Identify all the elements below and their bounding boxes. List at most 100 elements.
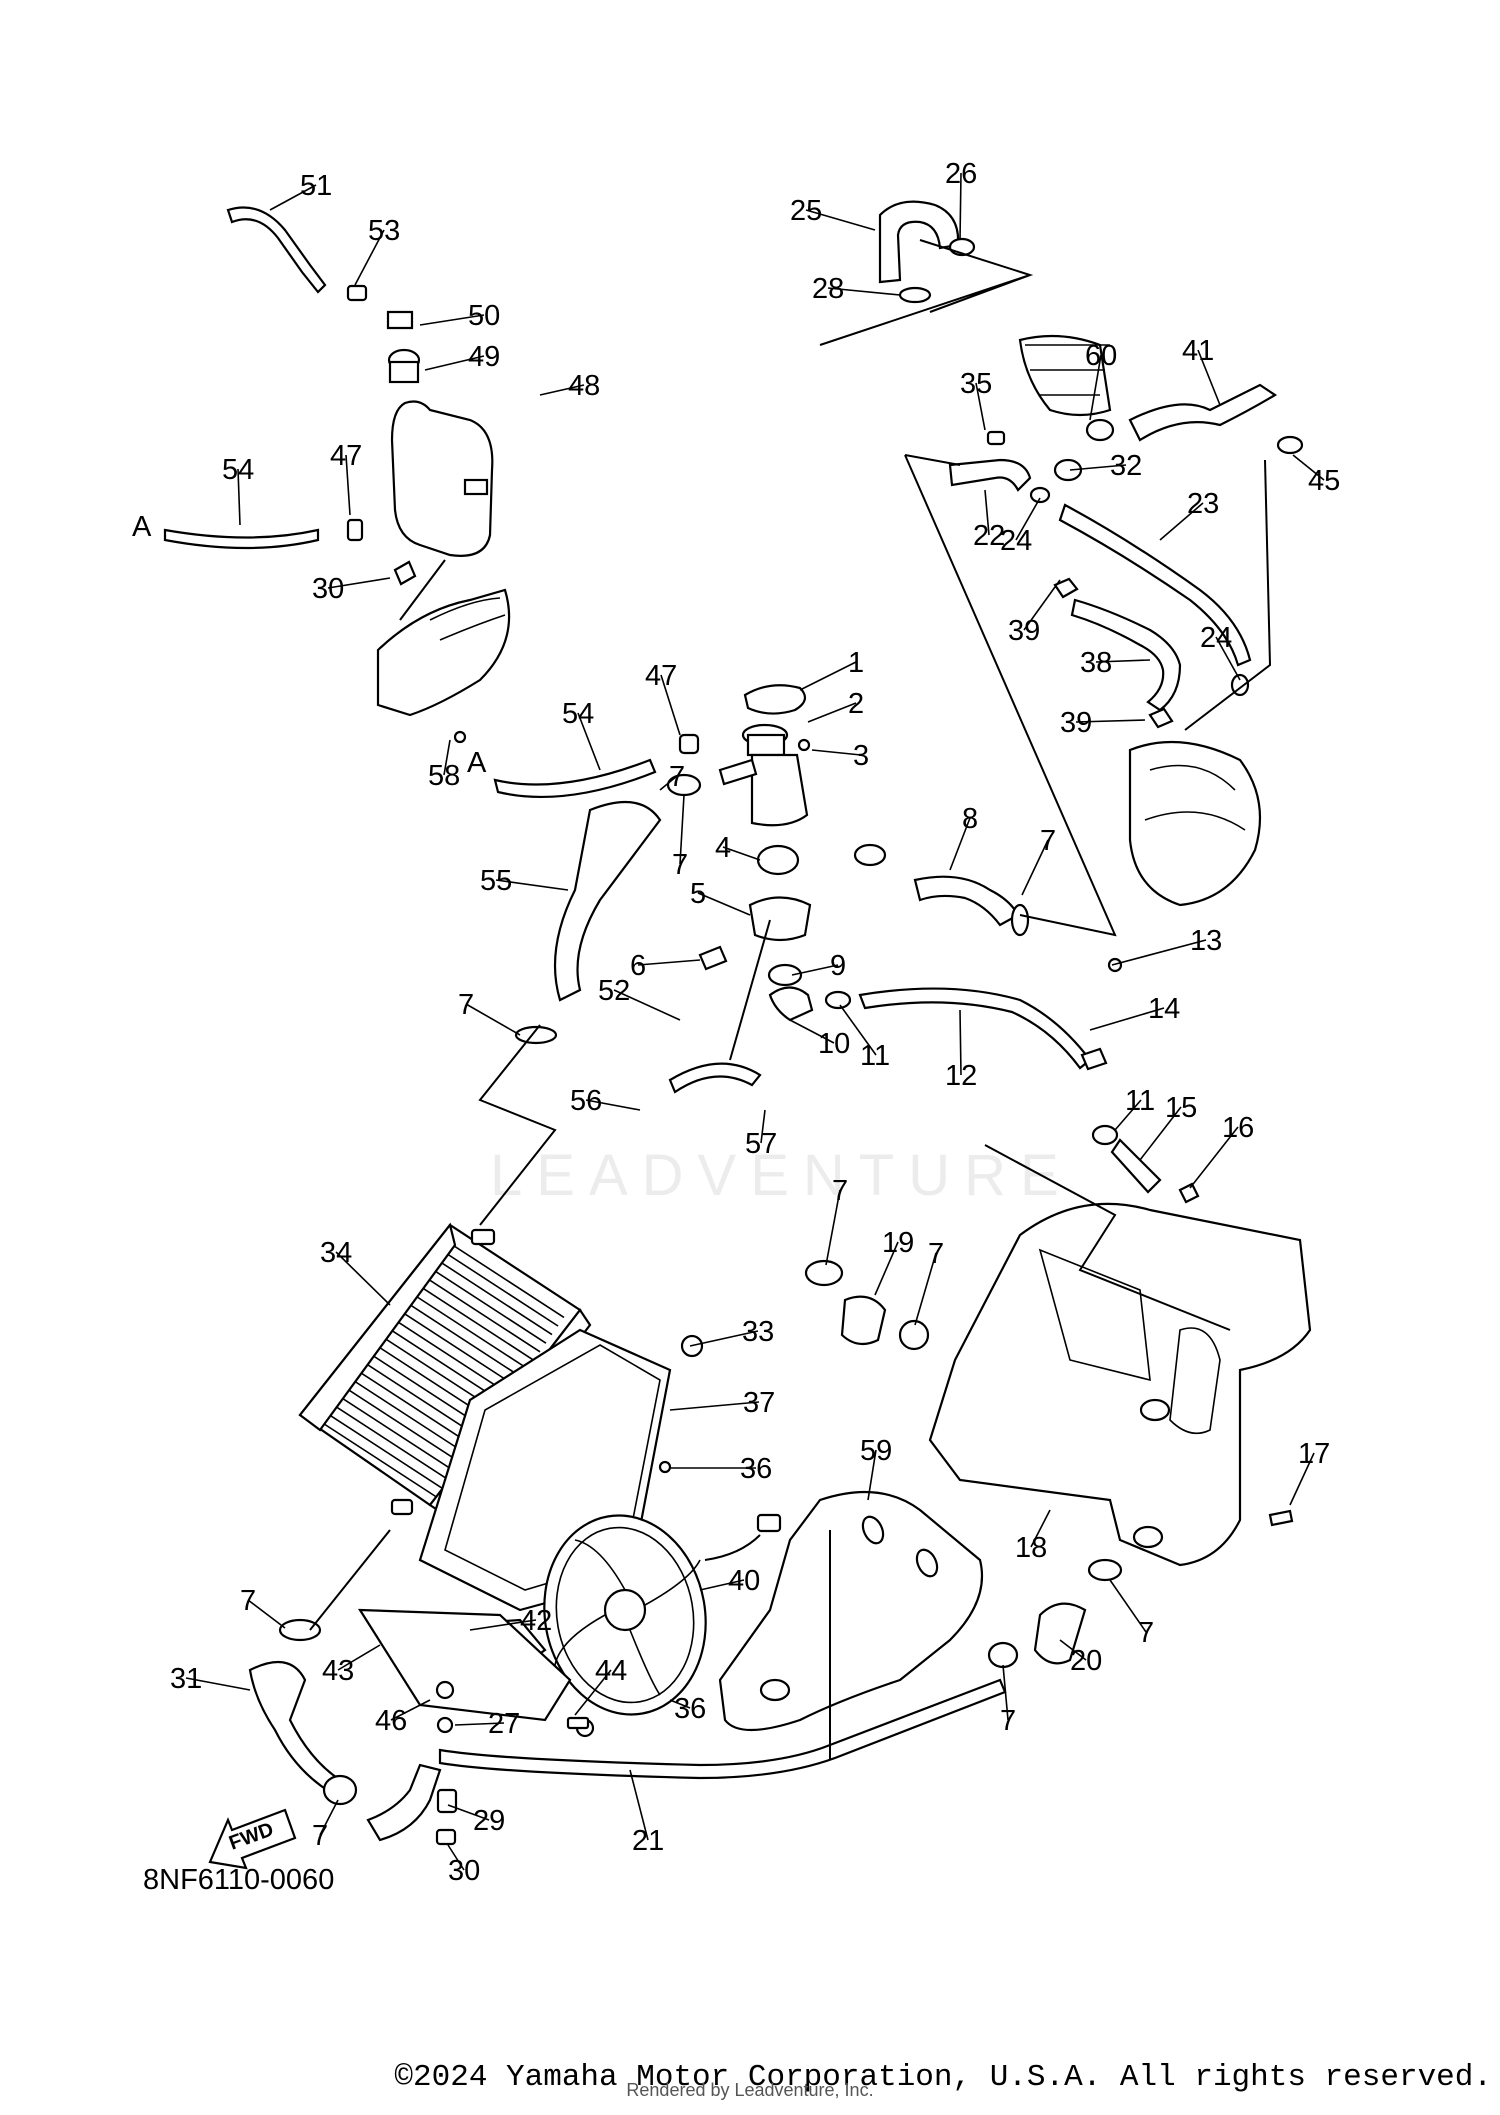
leader-line-16: [1189, 1126, 1239, 1189]
leader-line-26: [959, 172, 962, 241]
leader-line-21: [629, 1769, 649, 1841]
callout-7: 7: [669, 761, 685, 793]
callout-26: 26: [945, 158, 977, 190]
clamp-7f: [987, 1641, 1019, 1669]
leader-line-4: [722, 846, 761, 861]
callout-30: 30: [448, 1855, 480, 1887]
leader-line-25: [805, 209, 876, 231]
callout-24: 24: [1000, 525, 1032, 557]
leader-line-37: [669, 1401, 760, 1411]
callout-28: 28: [812, 273, 844, 305]
callout-2: 2: [848, 688, 864, 720]
leader-line-33: [689, 1330, 759, 1347]
leader-line-6: [637, 959, 701, 966]
clip-29: [436, 1788, 458, 1814]
leader-line-5: [697, 892, 751, 916]
radiator-fin: [317, 1419, 439, 1499]
radiator-fin: [389, 1316, 511, 1396]
callout-7: 7: [1040, 825, 1056, 857]
radiator-fin: [395, 1307, 517, 1387]
callout-49: 49: [468, 341, 500, 373]
callout-7: 7: [672, 849, 688, 881]
callout-7: 7: [1138, 1617, 1154, 1649]
callout-59: 59: [860, 1435, 892, 1467]
clip-30b: [435, 1828, 457, 1846]
callout-48: 48: [568, 370, 600, 402]
callout-3: 3: [853, 740, 869, 772]
callout-6: 6: [630, 950, 646, 982]
radiator-fin: [335, 1393, 457, 1473]
callout-37: 37: [743, 1387, 775, 1419]
leader-line-24: [1215, 636, 1241, 681]
callout-54: 54: [222, 454, 254, 486]
leader-frame-top: [819, 239, 1034, 346]
callout-24: 24: [1200, 622, 1232, 654]
shield-59: [718, 1490, 984, 1732]
leader-line-23: [1159, 502, 1204, 541]
callout-39: 39: [1060, 707, 1092, 739]
callout-35: 35: [960, 368, 992, 400]
leader-line-30: [447, 1844, 465, 1871]
leader-line-31: [185, 1677, 251, 1691]
radiator-fin: [425, 1264, 547, 1344]
connector-a-center: A: [467, 747, 487, 779]
leader-line-2: [807, 702, 857, 723]
diagram-code: 8NF6110-0060: [143, 1864, 334, 1896]
leader-line-17: [1289, 1452, 1315, 1506]
radiator-fin: [341, 1384, 463, 1465]
callout-43: 43: [322, 1655, 354, 1687]
leader-line-59: [867, 1449, 877, 1501]
leader-line-8: [949, 817, 971, 871]
callout-16: 16: [1222, 1112, 1254, 1144]
leader-line-43: [337, 1644, 381, 1671]
fwd-arrow: FWD: [208, 1808, 297, 1870]
leader-line-7: [914, 1252, 937, 1326]
callout-52: 52: [598, 975, 630, 1007]
callout-33: 33: [742, 1316, 774, 1348]
bolt-44: [566, 1716, 590, 1730]
shield-hole-2: [915, 1548, 939, 1578]
leader-line-50: [419, 314, 485, 326]
leader-line-41: [1197, 349, 1221, 406]
leader-line-46: [390, 1699, 431, 1721]
leader-line-27: [454, 1722, 505, 1726]
leader-frame-right: [904, 454, 1117, 937]
radiator-fin: [329, 1402, 451, 1482]
callout-39: 39: [1008, 615, 1040, 647]
grommet-47b: [678, 733, 700, 755]
callout-51: 51: [300, 170, 332, 202]
leader-line-15: [1139, 1106, 1182, 1161]
hose-55: [553, 800, 662, 1002]
leader-line-7: [679, 794, 685, 865]
leader-line-39: [1023, 579, 1061, 631]
callout-1: 1: [848, 647, 864, 679]
leader-line-18: [1030, 1509, 1051, 1548]
leader-frame-lower: [309, 1024, 831, 1760]
leader-line-7: [825, 1189, 841, 1266]
radiator-fin: [413, 1281, 535, 1362]
callout-20: 20: [1070, 1645, 1102, 1677]
leader-line-7: [465, 1003, 521, 1036]
shield-hole-3: [759, 1678, 791, 1702]
callout-7: 7: [832, 1175, 848, 1207]
leader-line-47: [660, 674, 681, 736]
clamp-7c: [804, 1259, 844, 1287]
leader-line-28: [827, 287, 901, 296]
reservoir-tank-assembly: [163, 206, 511, 744]
leader-line-42: [469, 1619, 537, 1631]
thermostat-housing-assembly: [668, 684, 814, 1094]
callout-36: 36: [740, 1453, 772, 1485]
radiator-fin: [407, 1290, 529, 1370]
callout-42: 42: [520, 1605, 552, 1637]
callout-56: 56: [570, 1085, 602, 1117]
leader-line-49: [424, 355, 485, 371]
callout-9: 9: [830, 950, 846, 982]
callout-29: 29: [473, 1805, 505, 1837]
callout-57: 57: [745, 1128, 777, 1160]
leader-line-51: [269, 184, 317, 211]
callout-54: 54: [562, 698, 594, 730]
callout-32: 32: [1110, 450, 1142, 482]
leader-line-11: [1114, 1099, 1142, 1131]
callout-17: 17: [1298, 1438, 1330, 1470]
